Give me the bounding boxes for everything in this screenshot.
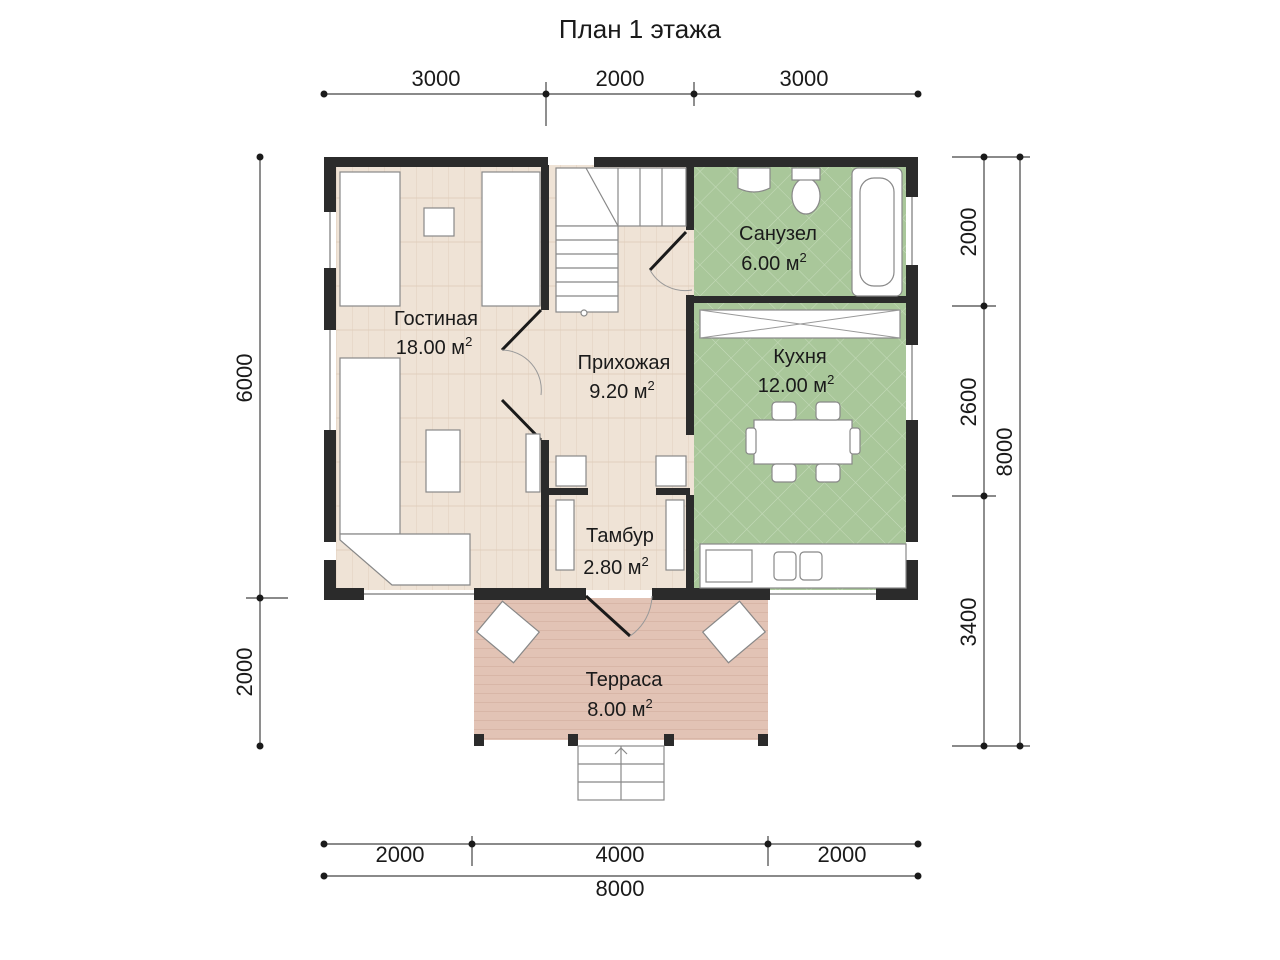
dim-bottom-3: 2000 bbox=[818, 842, 867, 867]
dim-left-lower: 2000 bbox=[232, 648, 257, 697]
kitchen-area: 12.00 м2 bbox=[758, 372, 835, 397]
bath-area: 6.00 м2 bbox=[741, 250, 806, 275]
dim-top-1: 3000 bbox=[412, 66, 461, 91]
vestibule-name: Тамбур bbox=[586, 525, 654, 547]
kitchen-fixtures bbox=[699, 309, 907, 589]
vestibule-area: 2.80 м2 bbox=[583, 554, 648, 579]
entrance-steps bbox=[577, 745, 665, 801]
kitchen-name: Кухня bbox=[773, 346, 827, 368]
dim-right-3: 3400 bbox=[956, 598, 981, 647]
living-name: Гостиная bbox=[394, 308, 478, 330]
dim-right-2: 2600 bbox=[956, 378, 981, 427]
windows bbox=[329, 197, 913, 595]
living-area: 18.00 м2 bbox=[396, 334, 473, 359]
dim-left-upper: 6000 bbox=[232, 354, 257, 403]
terrace-posts bbox=[474, 734, 768, 746]
dim-top-2: 2000 bbox=[596, 66, 645, 91]
bath-fixtures bbox=[737, 167, 903, 297]
dim-bottom-total: 8000 bbox=[596, 876, 645, 901]
living-furniture bbox=[339, 171, 541, 586]
terrace-furniture bbox=[475, 600, 767, 664]
hall-area: 9.20 м2 bbox=[589, 378, 654, 403]
dim-right-total: 8000 bbox=[992, 428, 1017, 477]
bath-name: Санузел bbox=[739, 223, 817, 245]
dim-top-3: 3000 bbox=[780, 66, 829, 91]
exterior-walls bbox=[324, 157, 918, 600]
plan-title: План 1 этажа bbox=[558, 14, 722, 44]
dim-bottom-1: 2000 bbox=[376, 842, 425, 867]
hall-name: Прихожая bbox=[578, 352, 671, 374]
dim-bottom-2: 4000 bbox=[596, 842, 645, 867]
doors bbox=[500, 230, 693, 638]
terrace-name: Терраса bbox=[586, 669, 664, 691]
dim-right-1: 2000 bbox=[956, 208, 981, 257]
cabinet-squares bbox=[555, 455, 687, 571]
staircase bbox=[555, 167, 687, 317]
dimension-lines bbox=[246, 82, 1030, 880]
terrace-area: 8.00 м2 bbox=[587, 696, 652, 721]
interior-walls bbox=[541, 165, 906, 590]
